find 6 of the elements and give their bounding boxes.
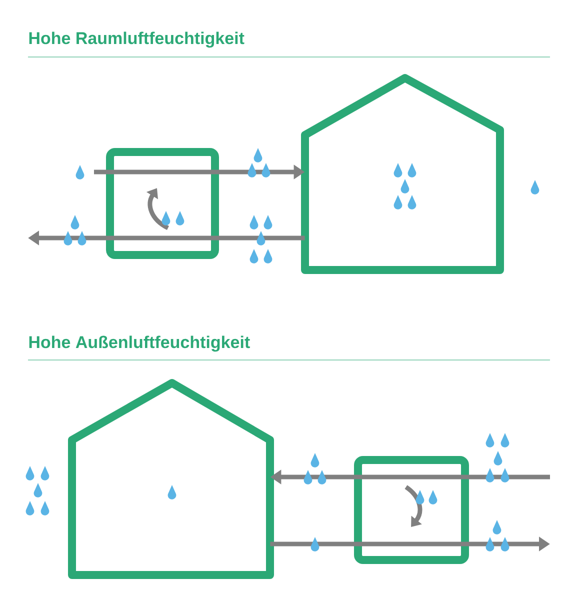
ventilation-unit	[354, 456, 469, 564]
house-outline	[68, 379, 274, 579]
ventilation-unit	[106, 148, 219, 259]
heading: Hohe Raumluftfeuchtigkeit	[29, 32, 244, 48]
heading: Hohe Außenluftfeuchtigkeit	[29, 336, 250, 352]
house-outline	[301, 74, 504, 274]
